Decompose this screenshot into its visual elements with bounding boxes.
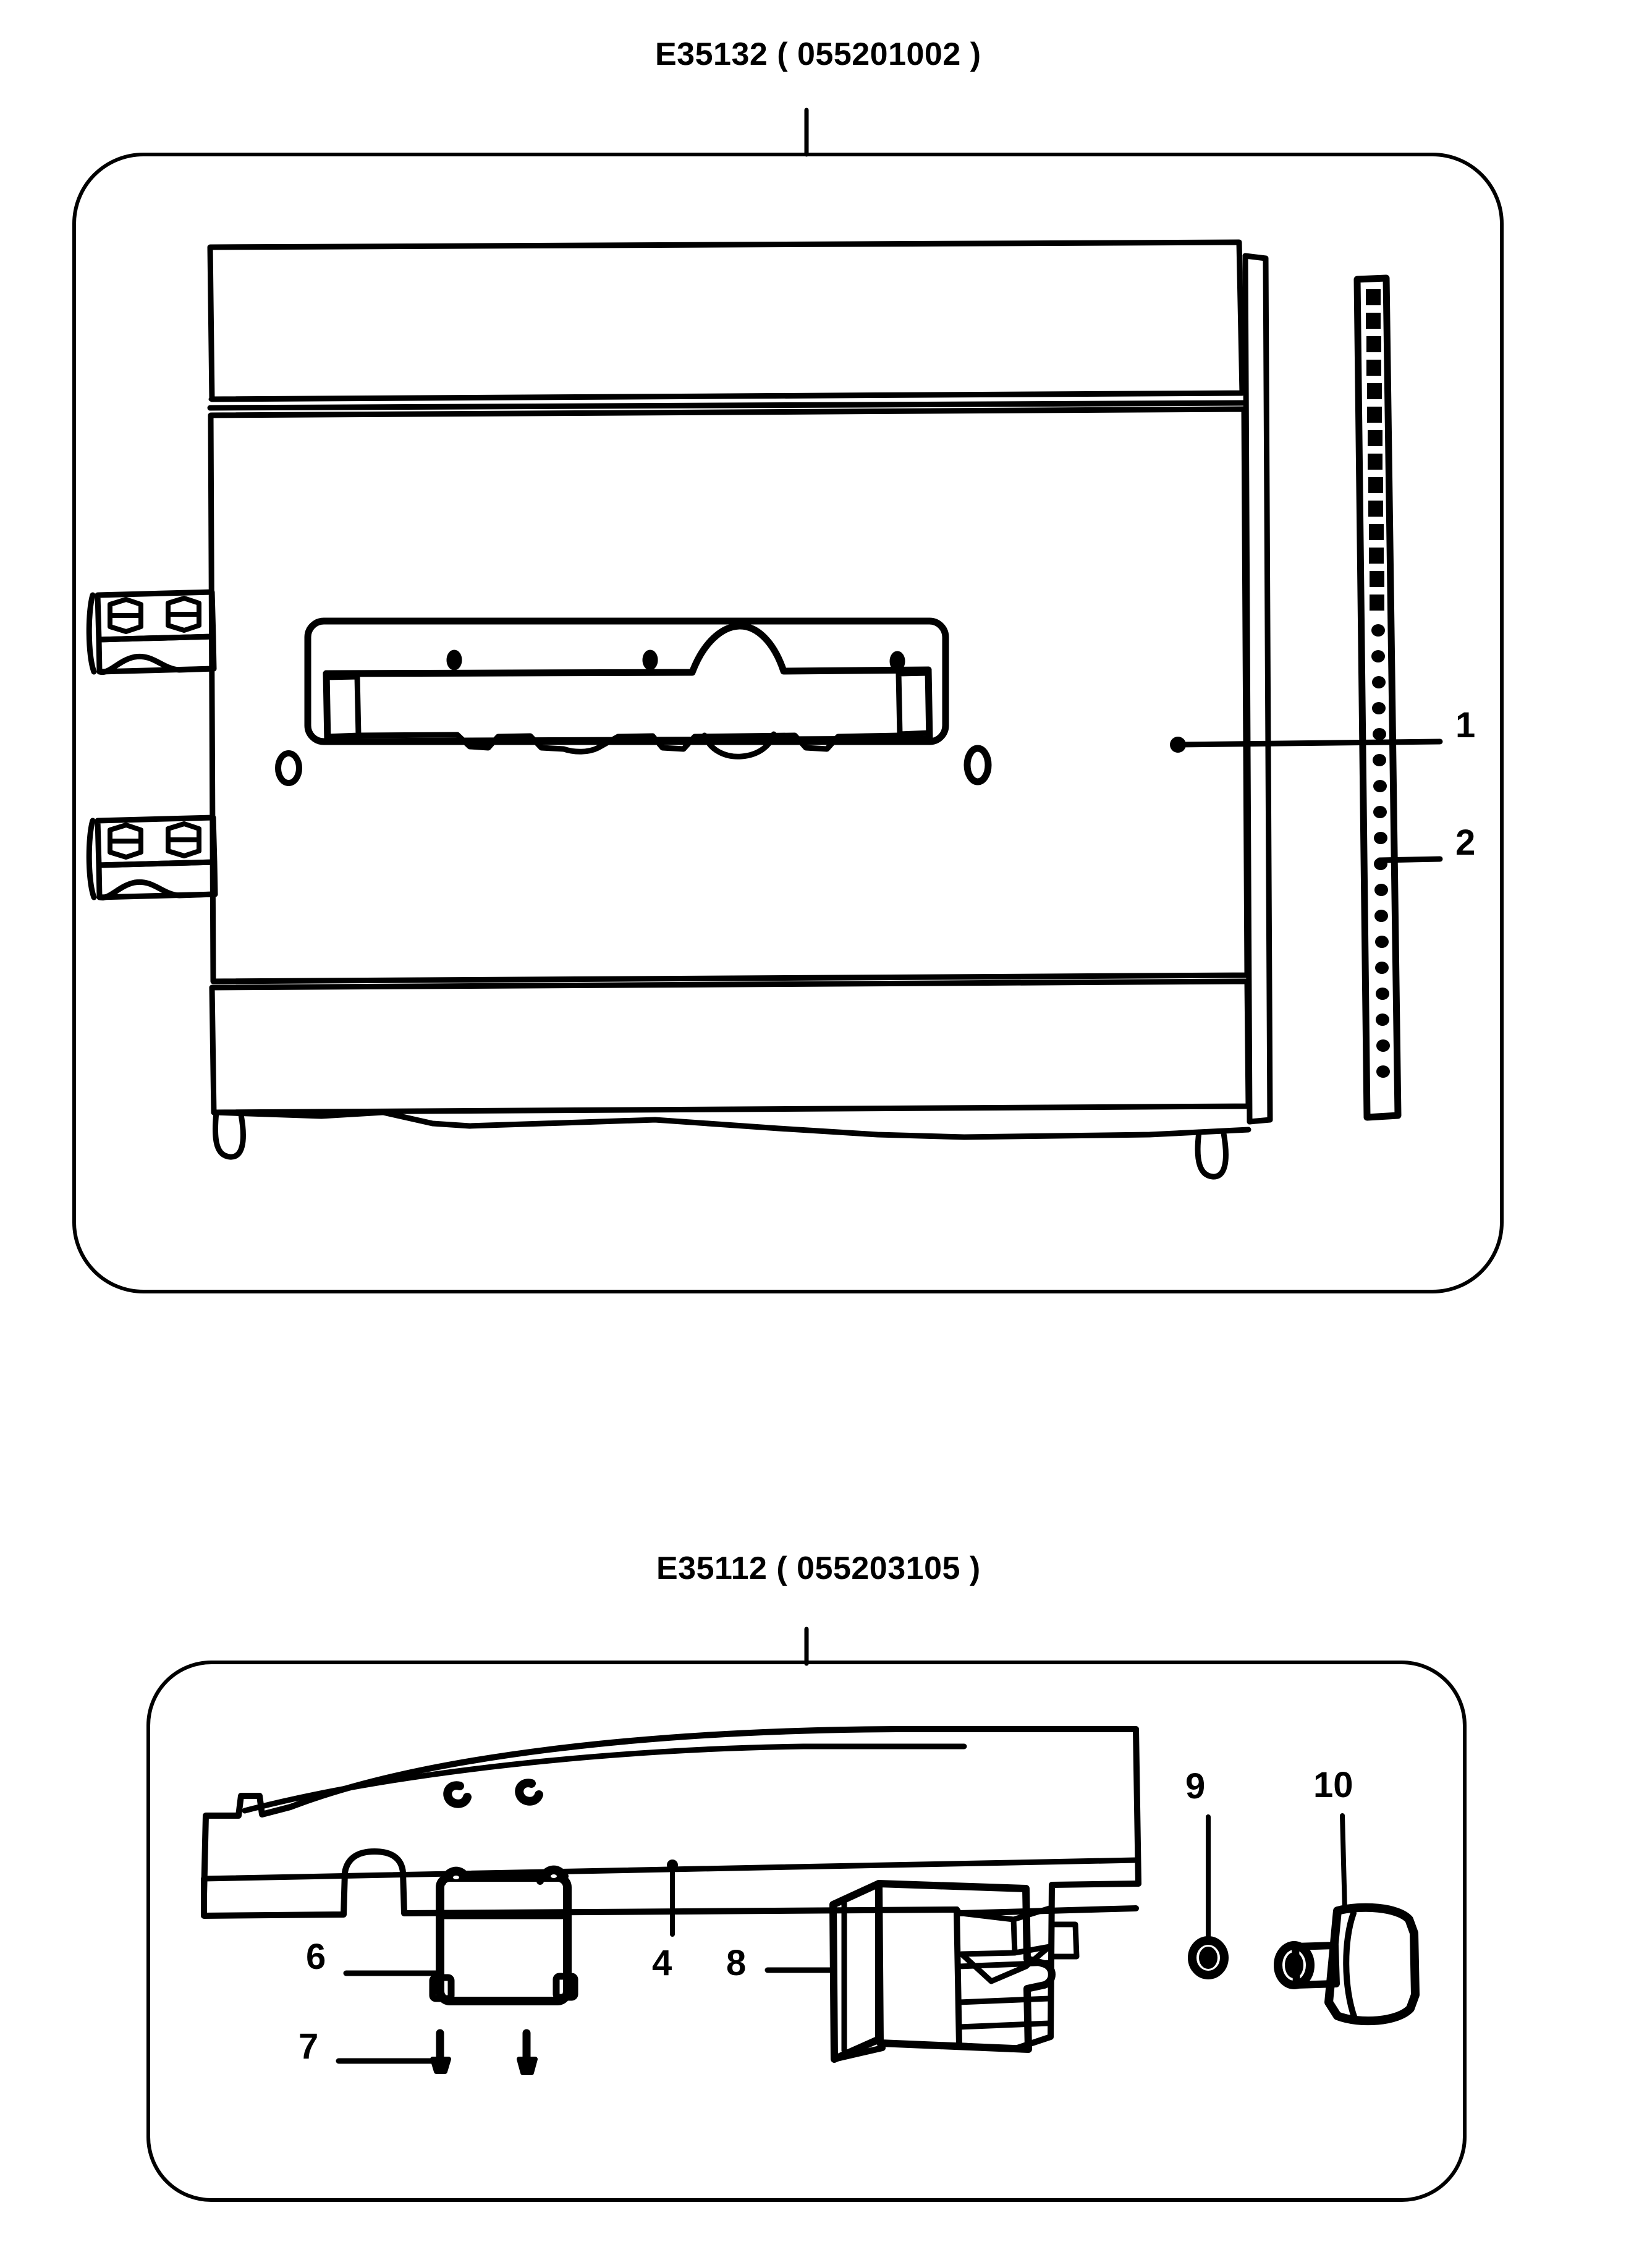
knob-shaft-bore <box>1285 1952 1303 1978</box>
knob-head-crease <box>1343 1910 1358 2021</box>
callout-1-dot <box>1170 737 1186 753</box>
table-upper-slab-lip <box>207 400 1247 411</box>
insert-lower-profile <box>355 732 903 755</box>
perforated-rip-strip <box>1353 274 1402 1121</box>
panel-title-top: E35132 ( 055201002 ) <box>655 36 981 72</box>
washer-outer <box>1188 1936 1229 1979</box>
bracket-lower-waist <box>96 879 218 901</box>
callout-4-dot <box>667 1860 678 1871</box>
deck-clip-mark-2 <box>515 1779 543 1806</box>
insert-tab-left <box>323 674 362 740</box>
table-hole-left <box>275 750 302 786</box>
base-contour <box>211 1109 1251 1140</box>
table-hole-right <box>963 745 992 785</box>
bracket-bolt-lower-2 <box>166 821 201 858</box>
fence-rail-top-cap <box>1242 253 1269 261</box>
screw-1-tip <box>430 2057 451 2074</box>
deck-sweep-line <box>242 1743 967 1814</box>
panel-frame-top <box>72 153 1504 1293</box>
knob-head <box>1324 1903 1420 2026</box>
rip-strip-slot-group <box>1366 289 1384 611</box>
bracket-bolt-upper-1 <box>108 597 143 634</box>
tower-facet-mid <box>1010 1916 1018 1956</box>
callout-number-8: 8 <box>726 1943 747 1983</box>
deck-clip-mark-1 <box>443 1781 472 1808</box>
bracket-bolt-upper-2 <box>166 596 201 633</box>
motor-cover-bottom-edge <box>831 2045 886 2062</box>
tower-facet-diamond <box>959 1944 1052 1984</box>
bracket-upper-waist <box>96 653 217 675</box>
base-housing-front-face <box>201 1848 962 1919</box>
arbor-tower-outline <box>954 1881 1141 2052</box>
knob-shaft-end <box>1274 1941 1315 1989</box>
panel-frame-bottom <box>146 1661 1467 2202</box>
table-upper-slab <box>207 239 1245 402</box>
switch-box-hole-tl <box>451 1873 462 1882</box>
bracket-bolt-lower-1 <box>108 823 143 860</box>
tower-side-lug <box>1049 1921 1080 1960</box>
motor-cover-front-face <box>875 1880 1056 2053</box>
arbor-tower-rib-3 <box>956 2020 1052 2030</box>
callout-number-1: 1 <box>1455 705 1476 745</box>
callout-number-2: 2 <box>1455 823 1476 863</box>
arbor-tower-rib-1 <box>956 1960 1054 1970</box>
switch-box-ear-bl <box>429 1974 455 2002</box>
fence-rail-bottom-cap <box>1247 1117 1273 1125</box>
bracket-lower-plate <box>95 815 218 868</box>
throat-plate-screw-1 <box>446 650 462 671</box>
bracket-lower-left-edge <box>86 818 97 900</box>
bracket-lower-base <box>96 859 218 900</box>
callout-1-leader <box>1175 738 1443 748</box>
callout-number-10: 10 <box>1313 1765 1353 1805</box>
fence-rail-outer <box>1242 253 1253 1125</box>
blade-slot-arch-bottom <box>701 731 777 760</box>
deck-face-split <box>201 1857 1139 1882</box>
throat-plate-screw-3 <box>889 651 905 672</box>
washer-bore <box>1199 1947 1217 1969</box>
insert-tab-right <box>896 670 933 737</box>
bracket-upper-plate <box>95 589 216 643</box>
callout-number-9: 9 <box>1185 1766 1206 1806</box>
switch-box-tab-tl <box>439 1866 471 1886</box>
throat-opening-right <box>925 666 933 743</box>
callout-number-4: 4 <box>652 1943 672 1983</box>
fence-rail-inner <box>1263 255 1273 1123</box>
bracket-upper-left-edge <box>86 592 97 675</box>
panel-title-bottom: E35112 ( 055203105 ) <box>656 1551 981 1586</box>
throat-plate-screw-2 <box>642 650 658 671</box>
tower-facet-bottom <box>959 1944 1052 1957</box>
throat-opening-bottom <box>324 735 933 745</box>
arbor-tower-rib-2 <box>956 1995 1052 2005</box>
callout-number-6: 6 <box>306 1937 326 1977</box>
base-housing-front-face-right <box>956 1905 1139 1916</box>
throat-plate-arch-top <box>323 622 932 677</box>
foot-right <box>1195 1129 1229 1180</box>
foot-left <box>212 1109 246 1160</box>
tower-facet-top <box>959 1905 1052 1923</box>
saw-table-plate <box>208 406 1250 984</box>
bracket-upper-base <box>96 633 217 675</box>
switch-box-body <box>436 1873 572 2005</box>
table-upper-slab-edge <box>208 391 1245 402</box>
switch-box-ear-br <box>553 1973 578 2001</box>
callout-10-leader <box>1340 1813 1347 1912</box>
callout-2-leader <box>1376 856 1443 863</box>
motor-cover-left-face <box>829 1880 883 2063</box>
switch-box-hole-tr <box>548 1872 559 1881</box>
switch-box-tab-tr <box>536 1865 569 1885</box>
callout-number-7: 7 <box>299 2026 319 2067</box>
rip-strip-hole-group <box>1371 624 1390 1078</box>
knob-shaft <box>1292 1942 1340 1989</box>
table-lower-skirt <box>209 978 1251 1115</box>
throat-plate-outer <box>304 617 949 745</box>
throat-opening-left <box>323 670 331 745</box>
screw-2-tip <box>517 2057 538 2075</box>
base-housing-top-outline <box>201 1726 1141 1899</box>
